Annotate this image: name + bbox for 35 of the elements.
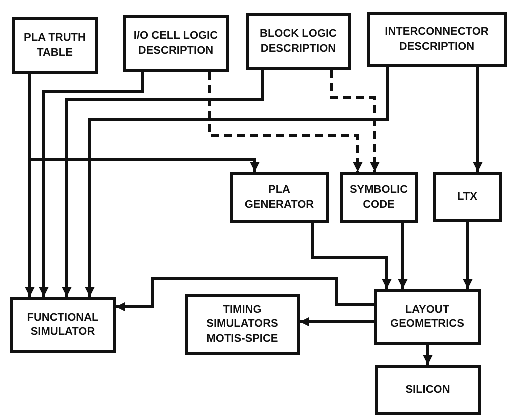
box-label: BLOCK LOGIC DESCRIPTION (259, 27, 338, 56)
arrow (473, 67, 483, 172)
process-box (10, 297, 116, 353)
arrow (398, 223, 408, 289)
process-box (123, 15, 229, 72)
process-box (375, 365, 481, 415)
box-label: INTERCONNECTOR DESCRIPTION (384, 25, 490, 54)
process-box (230, 172, 329, 223)
box-label: LAYOUT GEOMETRICS (390, 302, 466, 332)
box-label: PLA GENERATOR (244, 183, 316, 212)
box-label: TIMING SIMULATORS MOTIS-SPICE (206, 303, 280, 346)
arrow (463, 222, 473, 289)
arrow (116, 278, 374, 312)
box-label: PLA TRUTH TABLE (24, 31, 86, 60)
box-label: LTX (458, 190, 478, 204)
process-box (374, 289, 481, 345)
process-box (246, 13, 351, 70)
process-box (367, 12, 507, 67)
arrow (85, 67, 390, 297)
arrow (423, 345, 433, 365)
box-label: I/O CELL LOGIC DESCRIPTION (132, 29, 220, 58)
box-label: FUNCTIONAL SIMULATOR (26, 310, 100, 340)
box-label: SILICON (406, 382, 450, 398)
dashed-arrow (330, 70, 380, 172)
process-box (340, 172, 418, 223)
process-box (12, 17, 98, 74)
arrow (39, 72, 144, 297)
arrow (28, 74, 260, 172)
arrow (300, 317, 374, 327)
arrow (312, 223, 392, 289)
process-box (433, 172, 502, 222)
box-label: SYMBOLIC CODE (348, 183, 410, 212)
arrow (62, 70, 264, 297)
dashed-arrow (208, 72, 363, 172)
process-box (185, 294, 300, 355)
